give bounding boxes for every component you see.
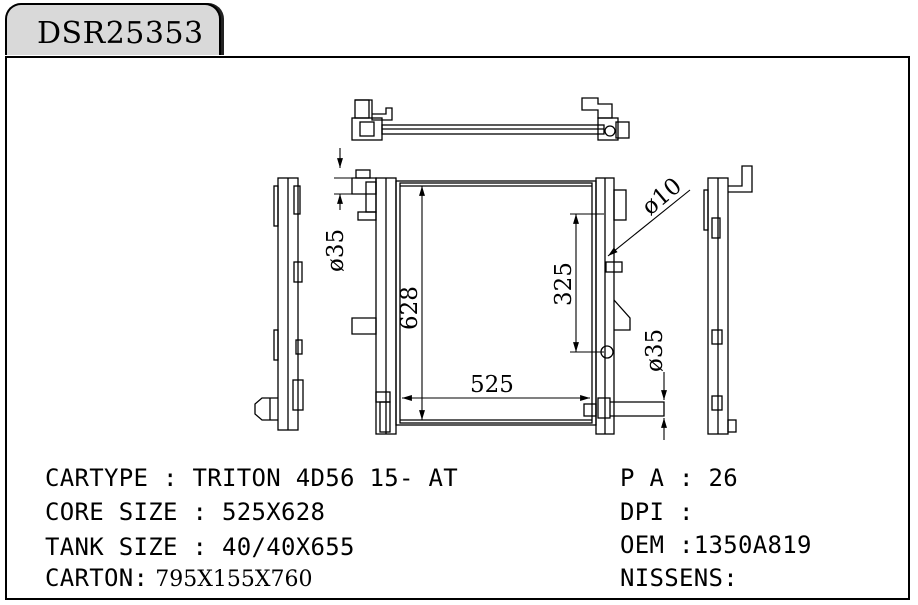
carton-row: CARTON: 795X155X760	[45, 566, 313, 591]
part-number-tab: DSR25353	[5, 3, 221, 55]
top-view	[351, 97, 630, 141]
pa-value: 26	[708, 464, 738, 492]
right-side-view	[703, 165, 753, 435]
pa-label: P A :	[620, 464, 709, 492]
drawing-frame	[5, 56, 910, 600]
oem-row: OEM :1350A819	[620, 533, 812, 557]
dimension-lines	[334, 148, 691, 440]
outlet-diameter-label: ø35	[642, 329, 668, 372]
port-diameter-label: ø10	[637, 173, 687, 221]
core-size-value: 525X628	[222, 498, 326, 526]
nissens-row: NISSENS:	[620, 566, 738, 590]
cartype-label: CARTYPE :	[45, 464, 193, 492]
part-number: DSR25353	[37, 16, 204, 51]
inlet-diameter-label: ø35	[323, 229, 349, 272]
dpi-label: DPI :	[620, 498, 694, 526]
core-height-label: 628	[397, 286, 423, 330]
tank-size-value: 40/40X655	[222, 533, 355, 561]
dpi-row: DPI :	[620, 500, 694, 524]
core-size-row: CORE SIZE : 525X628	[45, 500, 325, 524]
nissens-label: NISSENS:	[620, 564, 738, 592]
front-view	[351, 169, 665, 435]
carton-label: CARTON:	[45, 564, 149, 592]
oem-value: 1350A819	[693, 531, 812, 559]
dimension-labels: ø35 628 525 325 ø35 ø10	[323, 173, 687, 398]
tank-size-row: TANK SIZE : 40/40X655	[45, 535, 355, 559]
cartype-value: TRITON 4D56 15- AT	[192, 464, 458, 492]
side-height-label: 325	[551, 262, 577, 306]
tank-size-label: TANK SIZE :	[45, 533, 222, 561]
carton-value: 795X155X760	[148, 567, 313, 592]
oem-label: OEM :	[620, 531, 694, 559]
pa-row: P A : 26	[620, 466, 738, 490]
cartype-row: CARTYPE : TRITON 4D56 15- AT	[45, 466, 458, 490]
left-side-view	[254, 177, 304, 431]
core-size-label: CORE SIZE :	[45, 498, 222, 526]
core-width-label: 525	[470, 372, 514, 398]
